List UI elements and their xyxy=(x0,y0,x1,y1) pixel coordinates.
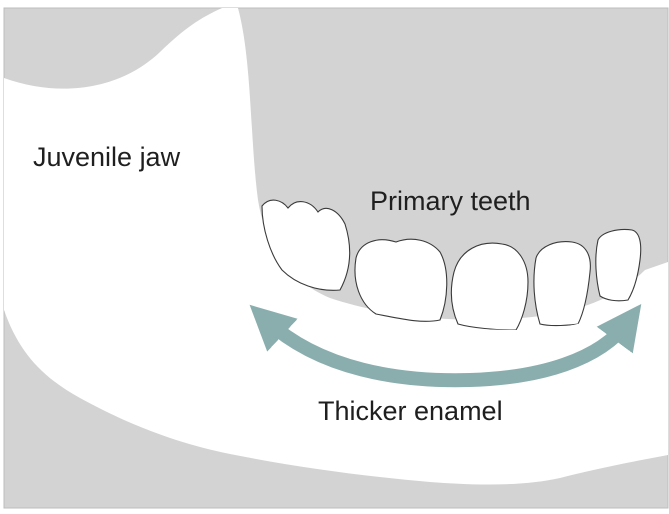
primary-teeth-label: Primary teeth xyxy=(370,188,531,215)
juvenile-jaw-label: Juvenile jaw xyxy=(33,144,180,171)
tooth-incisor-2 xyxy=(534,242,590,326)
tooth-canine xyxy=(451,243,528,330)
thicker-enamel-label: Thicker enamel xyxy=(318,398,503,425)
